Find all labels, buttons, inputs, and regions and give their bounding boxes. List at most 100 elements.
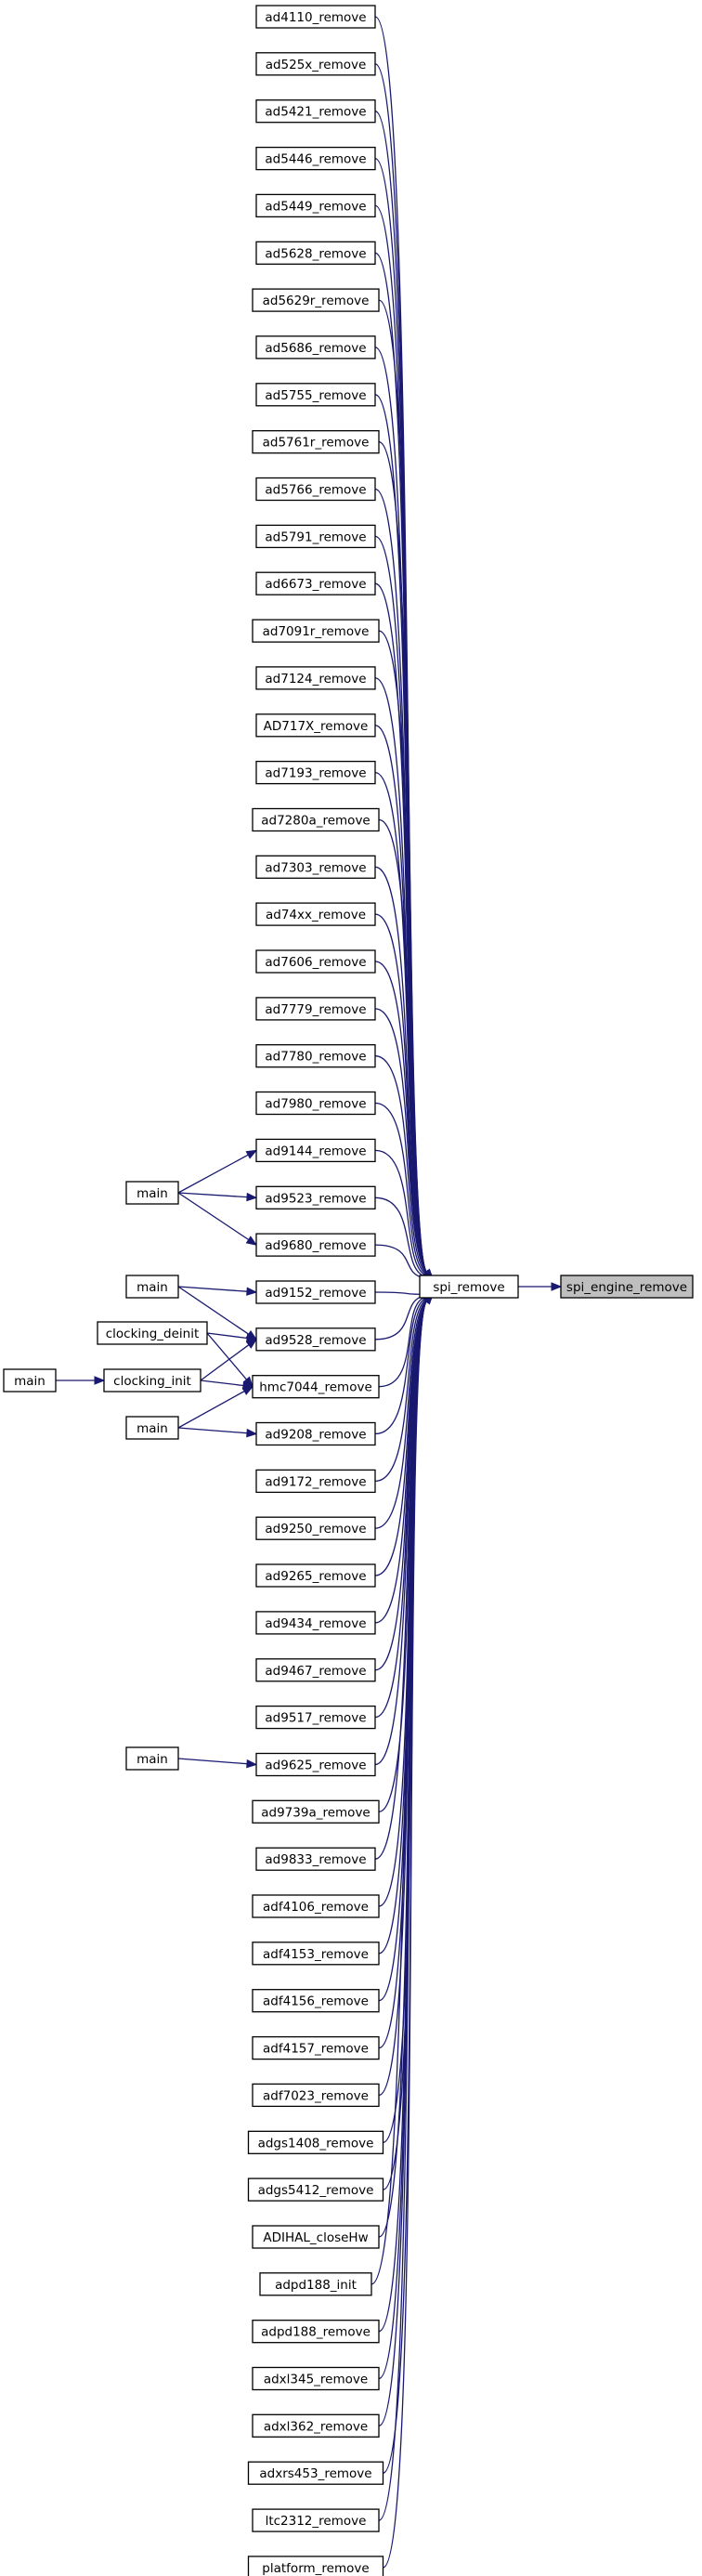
node-box — [255, 1185, 376, 1210]
edge-ad9523-remove-to-hub — [374, 1196, 424, 1277]
node-platform-remove[interactable]: platform_remove — [247, 2556, 384, 2576]
node-ad5686-remove[interactable]: ad5686_remove — [255, 335, 376, 360]
node-box — [255, 1611, 376, 1635]
node-ad7193-remove[interactable]: ad7193_remove — [255, 760, 376, 785]
node-box — [255, 146, 376, 171]
node-label: ad5628_remove — [265, 246, 366, 261]
node-label: ad5446_remove — [265, 152, 366, 167]
node-label: clocking_deinit — [106, 1327, 200, 1341]
node-ad4110-remove[interactable]: ad4110_remove — [255, 5, 376, 29]
node-ad5761r-remove[interactable]: ad5761r_remove — [252, 430, 380, 454]
node-ad5449-remove[interactable]: ad5449_remove — [255, 193, 376, 218]
node-ad9680-remove[interactable]: ad9680_remove — [255, 1233, 376, 1257]
node-label: ad7091r_remove — [263, 624, 370, 639]
node-adf7023-remove[interactable]: adf7023_remove — [252, 2083, 380, 2108]
node-hmc7044-remove[interactable]: hmc7044_remove — [252, 1375, 380, 1399]
node-label: main — [136, 1186, 168, 1201]
node-ad9467-remove[interactable]: ad9467_remove — [255, 1658, 376, 1682]
node-label: platform_remove — [262, 2561, 369, 2576]
node-clocking-deinit[interactable]: clocking_deinit — [97, 1321, 208, 1345]
node-ad74xx-remove[interactable]: ad74xx_remove — [255, 902, 376, 926]
node-adihal-closehw[interactable]: ADIHAL_closeHw — [252, 2225, 380, 2249]
node-clocking-init[interactable]: clocking_init — [103, 1368, 202, 1393]
node-ad7606-remove[interactable]: ad7606_remove — [255, 949, 376, 974]
edge-main-c-to-clocking-init-arrowhead — [94, 1376, 106, 1385]
node-ad6673-remove[interactable]: ad6673_remove — [255, 571, 376, 595]
node-ad9625-remove[interactable]: ad9625_remove — [255, 1752, 376, 1777]
node-ad9172-remove[interactable]: ad9172_remove — [255, 1469, 376, 1494]
node-box — [255, 713, 376, 738]
edge-main-b-to-ad9152-remove-arrowhead — [246, 1287, 258, 1296]
node-main-e[interactable]: main — [125, 1746, 179, 1771]
node-box — [125, 1275, 179, 1299]
node-box — [252, 2366, 380, 2391]
node-ad7980-remove[interactable]: ad7980_remove — [255, 1091, 376, 1116]
node-adgs5412-remove[interactable]: adgs5412_remove — [247, 2177, 384, 2202]
node-ad717x-remove[interactable]: AD717X_remove — [255, 713, 376, 738]
node-ad9528-remove[interactable]: ad9528_remove — [255, 1327, 376, 1352]
node-ad7280a-remove[interactable]: ad7280a_remove — [252, 807, 380, 832]
node-ad5628-remove[interactable]: ad5628_remove — [255, 241, 376, 265]
node-adxrs453-remove[interactable]: adxrs453_remove — [247, 2461, 384, 2485]
node-adf4106-remove[interactable]: adf4106_remove — [252, 1894, 380, 1918]
node-box — [252, 2508, 380, 2532]
node-box — [255, 855, 376, 879]
node-box — [255, 760, 376, 785]
edge-main-e-to-ad9625-remove — [177, 1758, 248, 1765]
node-adpd188-init[interactable]: adpd188_init — [259, 2272, 372, 2296]
node-adf4157-remove[interactable]: adf4157_remove — [252, 2035, 380, 2060]
node-adf4153-remove[interactable]: adf4153_remove — [252, 1942, 380, 1966]
node-ad5766-remove[interactable]: ad5766_remove — [255, 477, 376, 502]
node-ad5421-remove[interactable]: ad5421_remove — [255, 99, 376, 124]
node-main-c[interactable]: main — [3, 1368, 57, 1393]
node-box — [252, 2413, 380, 2438]
edge-ad9680-remove-to-hub — [374, 1244, 424, 1278]
node-ltc2312-remove[interactable]: ltc2312_remove — [252, 2508, 380, 2532]
node-ad7780-remove[interactable]: ad7780_remove — [255, 1044, 376, 1068]
node-ad7779-remove[interactable]: ad7779_remove — [255, 997, 376, 1021]
node-ad5629r-remove[interactable]: ad5629r_remove — [252, 288, 380, 312]
node-hub[interactable]: spi_remove — [419, 1275, 519, 1299]
node-focus[interactable]: spi_engine_remove — [560, 1275, 694, 1299]
node-label: adgs5412_remove — [258, 2183, 374, 2198]
node-box — [255, 1847, 376, 1871]
node-label: adpd188_remove — [261, 2325, 370, 2340]
node-adpd188-remove[interactable]: adpd188_remove — [252, 2320, 380, 2344]
node-ad5791-remove[interactable]: ad5791_remove — [255, 524, 376, 549]
node-ad5755-remove[interactable]: ad5755_remove — [255, 383, 376, 407]
node-label: ad9833_remove — [265, 1852, 366, 1867]
node-box — [255, 1752, 376, 1777]
node-ad5446-remove[interactable]: ad5446_remove — [255, 146, 376, 171]
node-box — [255, 1516, 376, 1540]
node-box — [255, 1327, 376, 1352]
edge-main-a-to-ad9680-remove — [177, 1192, 250, 1241]
edge-clocking-deinit-to-hmc7044-remove — [206, 1332, 247, 1380]
node-ad9833-remove[interactable]: ad9833_remove — [255, 1847, 376, 1871]
node-ad525x-remove[interactable]: ad525x_remove — [255, 52, 376, 76]
node-ad9250-remove[interactable]: ad9250_remove — [255, 1516, 376, 1540]
node-ad9739a-remove[interactable]: ad9739a_remove — [252, 1799, 380, 1824]
edge-ad9528-remove-to-hub — [374, 1295, 424, 1340]
node-ad9265-remove[interactable]: ad9265_remove — [255, 1563, 376, 1588]
node-label: main — [136, 1280, 168, 1295]
node-main-d[interactable]: main — [125, 1416, 179, 1440]
node-adgs1408-remove[interactable]: adgs1408_remove — [247, 2130, 384, 2154]
node-ad7124-remove[interactable]: ad7124_remove — [255, 666, 376, 690]
node-ad9144-remove[interactable]: ad9144_remove — [255, 1138, 376, 1163]
edge-clocking-deinit-to-ad9528-remove — [206, 1332, 248, 1340]
edge-ad7124-remove-to-hub — [374, 677, 427, 1273]
node-ad9523-remove[interactable]: ad9523_remove — [255, 1185, 376, 1210]
node-adxl362-remove[interactable]: adxl362_remove — [252, 2413, 380, 2438]
node-ad9434-remove[interactable]: ad9434_remove — [255, 1611, 376, 1635]
node-main-b[interactable]: main — [125, 1275, 179, 1299]
node-label: ad9208_remove — [265, 1428, 366, 1443]
node-ad9152-remove[interactable]: ad9152_remove — [255, 1280, 376, 1304]
edge-clocking-init-to-ad9528-remove — [200, 1344, 250, 1381]
node-adf4156-remove[interactable]: adf4156_remove — [252, 1989, 380, 2013]
node-ad9208-remove[interactable]: ad9208_remove — [255, 1421, 376, 1446]
node-ad7303-remove[interactable]: ad7303_remove — [255, 855, 376, 879]
node-adxl345-remove[interactable]: adxl345_remove — [252, 2366, 380, 2391]
node-ad7091r-remove[interactable]: ad7091r_remove — [252, 619, 380, 643]
node-ad9517-remove[interactable]: ad9517_remove — [255, 1705, 376, 1730]
node-main-a[interactable]: main — [125, 1181, 179, 1205]
